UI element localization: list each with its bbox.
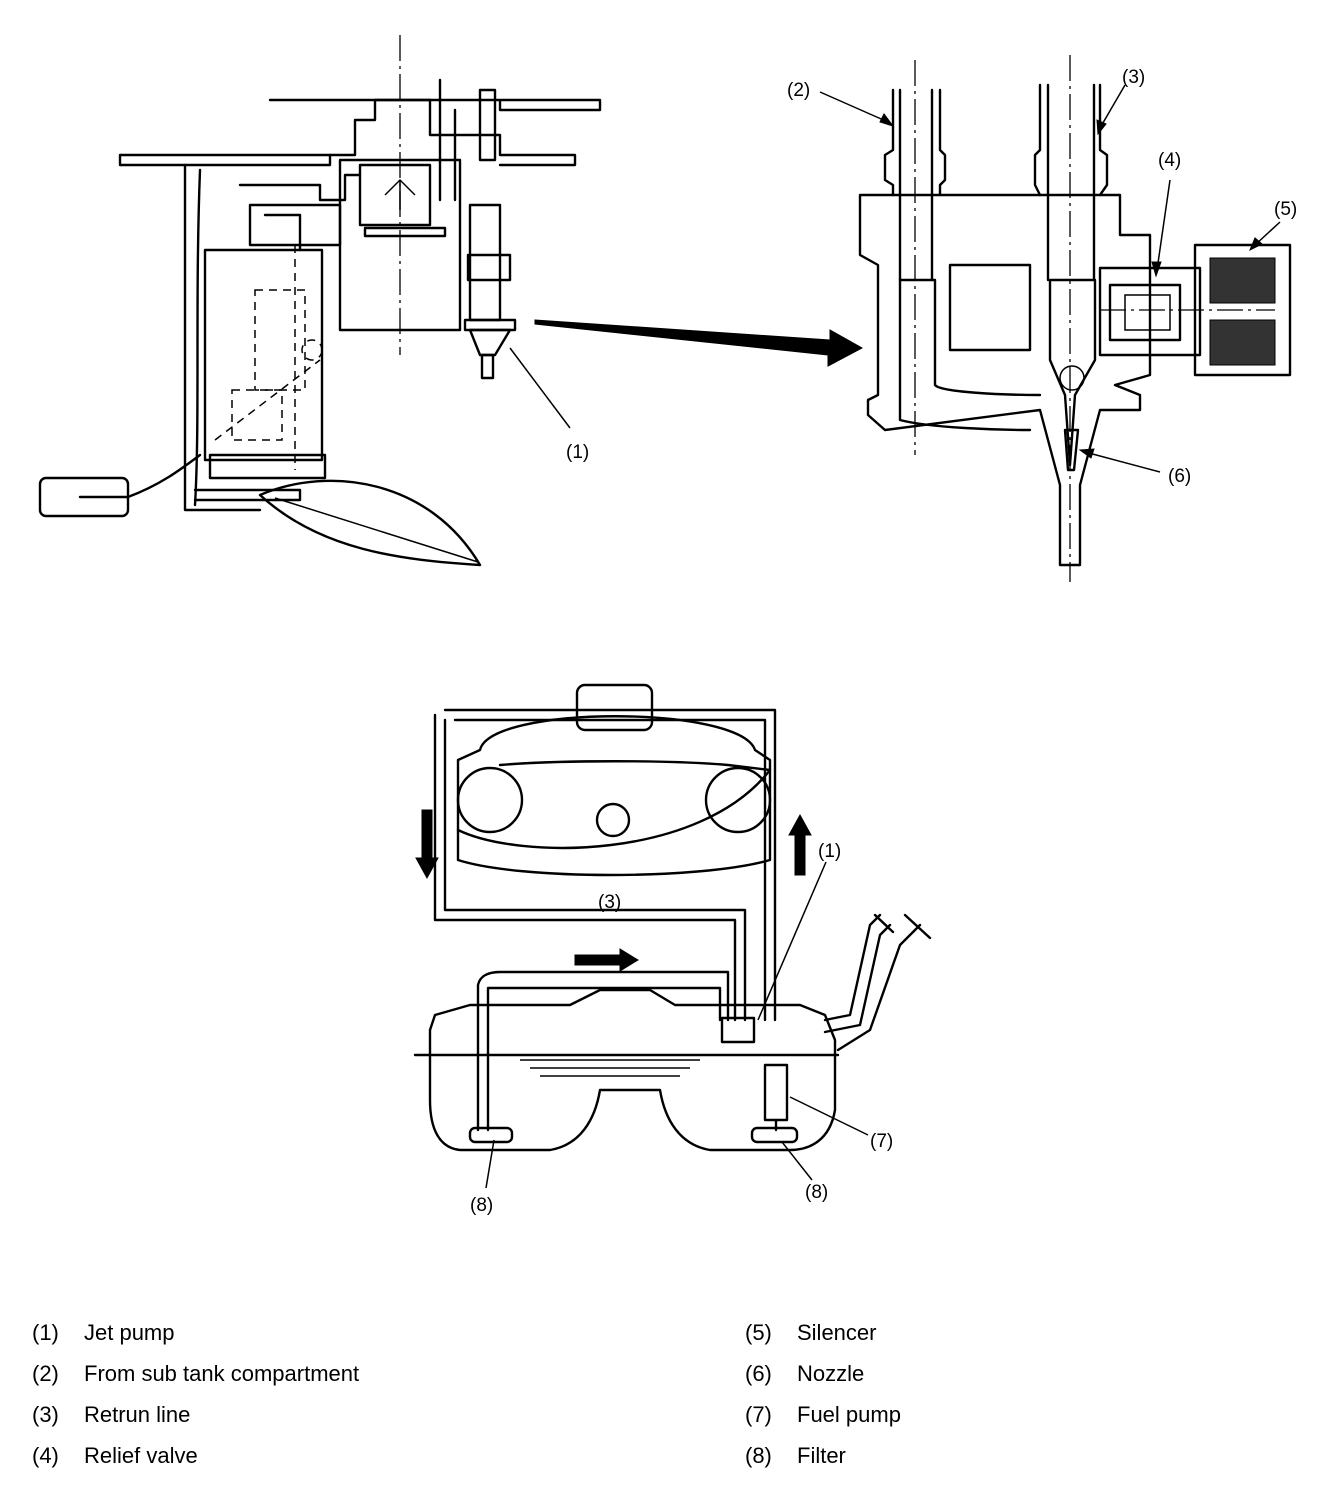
callout-3-bottom: (3) xyxy=(598,892,621,913)
fuel-system-diagram: (1) xyxy=(38,35,1297,1216)
enlarge-arrow xyxy=(534,319,864,367)
legend-label: Fuel pump xyxy=(797,1401,901,1427)
legend-number: (3) xyxy=(32,1401,59,1427)
callout-8-right: (8) xyxy=(805,1182,828,1203)
legend-item: (5) Silencer xyxy=(745,1312,901,1353)
legend-number: (4) xyxy=(32,1442,59,1468)
fuel-tank-system xyxy=(413,683,932,1152)
jet-pump-section xyxy=(858,55,1292,582)
legend-label: Relief valve xyxy=(84,1442,198,1468)
legend-left-column: (1) Jet pump (2) From sub tank compartme… xyxy=(32,1312,359,1476)
callout-1-bottom: (1) xyxy=(818,841,841,862)
legend-label: Filter xyxy=(797,1442,846,1468)
legend-number: (7) xyxy=(745,1401,772,1427)
legend-number: (1) xyxy=(32,1319,59,1345)
legend-label: From sub tank compartment xyxy=(84,1360,360,1386)
callout-leaders-right xyxy=(819,84,1281,473)
legend-item: (6) Nozzle xyxy=(745,1353,901,1394)
legend-label: Nozzle xyxy=(797,1360,865,1386)
legend-item: (7) Fuel pump xyxy=(745,1394,901,1435)
legend-item: (1) Jet pump xyxy=(32,1312,359,1353)
legend-item: (4) Relief valve xyxy=(32,1435,359,1476)
legend-number: (8) xyxy=(745,1442,772,1468)
callout-8-left: (8) xyxy=(470,1195,493,1216)
callout-5: (5) xyxy=(1274,199,1297,220)
pump-module-drawing xyxy=(38,35,602,567)
legend-label: Silencer xyxy=(797,1319,877,1345)
callout-6: (6) xyxy=(1168,466,1191,487)
callout-1-top: (1) xyxy=(566,442,589,463)
legend-item: (8) Filter xyxy=(745,1435,901,1476)
callout-2: (2) xyxy=(787,80,810,101)
callout-4: (4) xyxy=(1158,150,1181,171)
legend-number: (6) xyxy=(745,1360,772,1386)
callout-3: (3) xyxy=(1122,67,1145,88)
legend-label: Retrun line xyxy=(84,1401,191,1427)
legend-item: (3) Retrun line xyxy=(32,1394,359,1435)
legend-right-column: (5) Silencer (6) Nozzle (7) Fuel pump (8… xyxy=(745,1312,901,1476)
legend-label: Jet pump xyxy=(84,1319,175,1345)
legend-number: (5) xyxy=(745,1319,772,1345)
callout-7: (7) xyxy=(870,1131,893,1152)
legend-item: (2) From sub tank compartment xyxy=(32,1353,359,1394)
legend-number: (2) xyxy=(32,1360,59,1386)
